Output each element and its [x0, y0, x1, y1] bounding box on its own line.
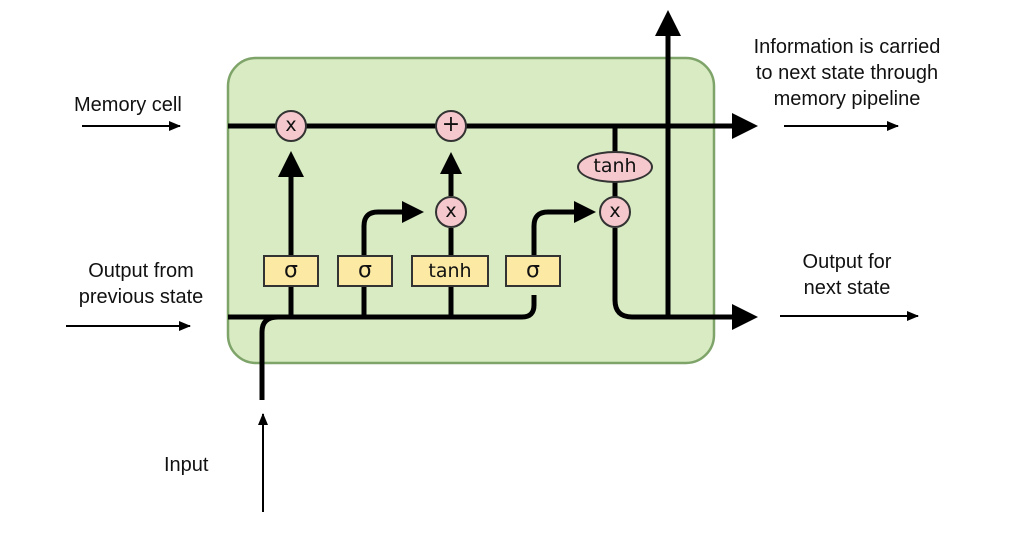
output-prev-label: Output from previous state [56, 258, 226, 310]
info-carried-line-3: memory pipeline [773, 88, 921, 110]
input-label: Input [164, 454, 209, 476]
memory-cell-label: Memory cell [74, 94, 182, 116]
add-node: + [435, 110, 467, 142]
forget-gate-sigma: σ [263, 255, 319, 287]
forget-multiply-node: x [275, 110, 307, 142]
input-gate-sigma: σ [337, 255, 393, 287]
cell-tanh-node: tanh [577, 151, 653, 183]
output-gate-arrow [531, 201, 596, 256]
output-next-line-2: next state [803, 277, 891, 299]
output-multiply-node: x [599, 196, 631, 228]
output-prev-line-1: Output from [88, 260, 194, 282]
info-carried-label: Information is carried to next state thr… [716, 34, 978, 112]
candidate-tanh-gate: tanh [411, 255, 489, 287]
output-line [612, 228, 758, 330]
output-gate-sigma: σ [505, 255, 561, 287]
input-gate-arrow [361, 201, 424, 256]
hidden-state-line [228, 295, 537, 320]
info-carried-line-1: Information is carried [753, 36, 941, 58]
input-line [259, 314, 279, 400]
info-carried-line-2: to next state through [755, 62, 939, 84]
output-next-label: Output for next state [772, 249, 922, 301]
output-prev-line-2: previous state [78, 286, 204, 308]
input-multiply-node: x [435, 196, 467, 228]
output-next-line-1: Output for [802, 251, 892, 273]
